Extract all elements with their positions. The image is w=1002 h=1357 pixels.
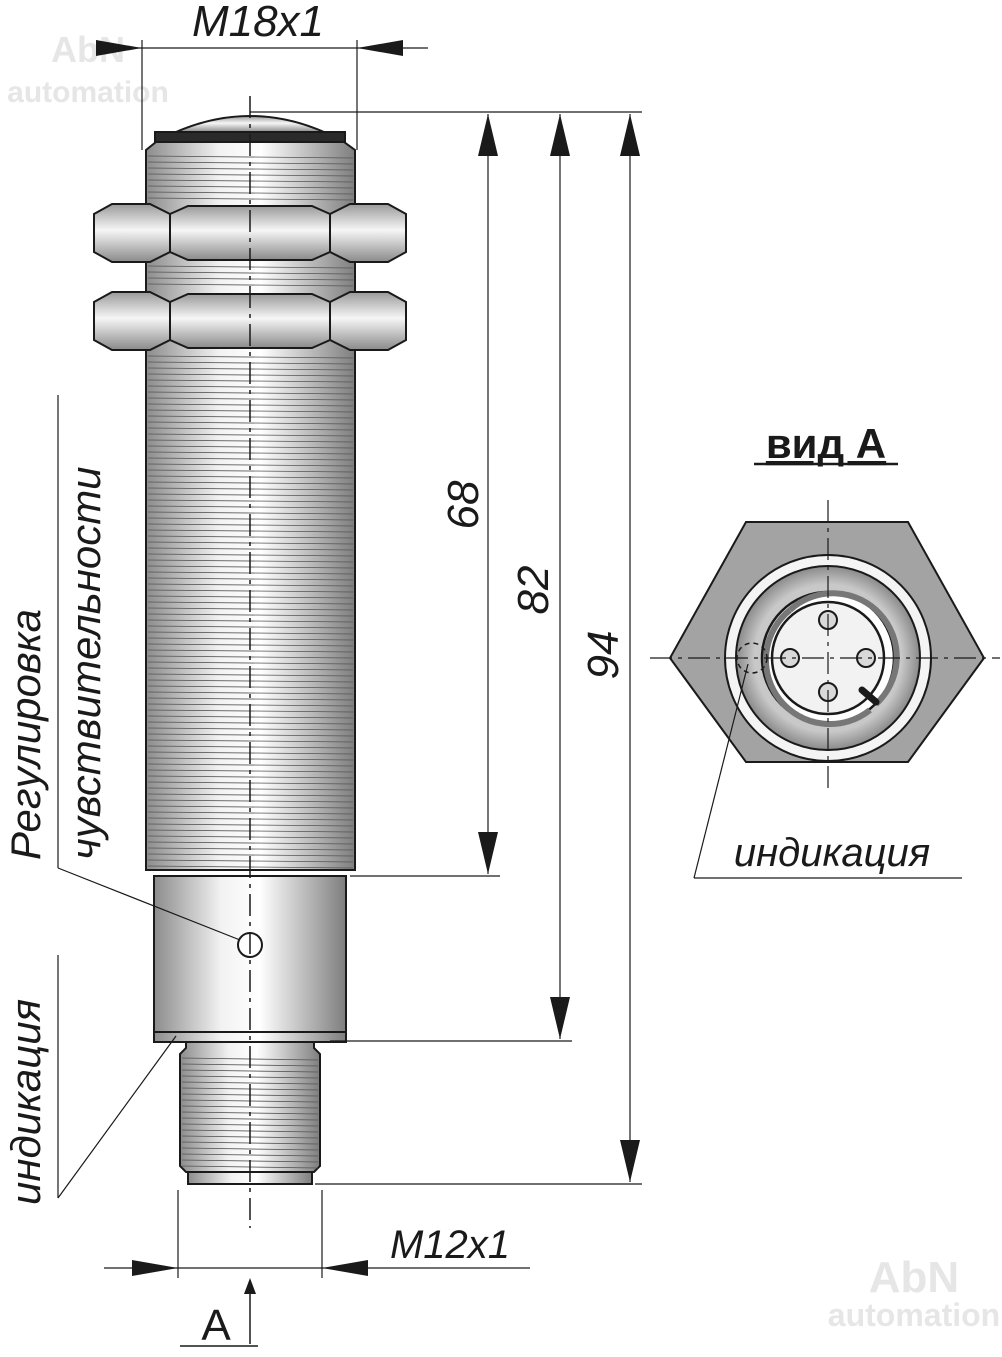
thread-line <box>147 547 354 551</box>
indication-right-leader <box>693 663 749 879</box>
thread-line <box>147 355 354 359</box>
thread-line <box>147 811 354 815</box>
thread-line <box>147 385 354 389</box>
thread-line <box>181 1153 319 1157</box>
indication-left-leader <box>57 1035 177 1199</box>
sensitivity-line1: Регулировка <box>2 609 49 860</box>
thread-line <box>147 649 354 653</box>
thread-line <box>147 775 354 779</box>
sensitivity-leader <box>57 867 241 941</box>
watermark-brand: AbN <box>869 1253 959 1302</box>
view-a-centerlines <box>650 500 1000 790</box>
watermark-sub: automation <box>7 76 169 109</box>
thread-line <box>181 1081 319 1085</box>
watermark-top-left: AbN automation <box>7 29 169 109</box>
watermark-sub: automation <box>828 1297 1000 1333</box>
thread-line <box>147 691 354 695</box>
thread-line <box>147 535 354 539</box>
thread-line <box>147 469 354 473</box>
thread-line <box>181 1069 319 1073</box>
dim-bottom-thread: M12x1 <box>390 1223 510 1267</box>
dim-length-body: 68 <box>439 480 488 529</box>
thread-line <box>147 613 354 617</box>
thread-line <box>147 197 354 201</box>
nut-upper <box>93 203 407 263</box>
thread-line <box>147 283 354 287</box>
thread-line <box>147 397 354 401</box>
thread-line <box>147 805 354 809</box>
thread-line <box>147 155 354 159</box>
thread-line <box>147 577 354 581</box>
dim-length-mid: 82 <box>509 566 558 615</box>
thread-line <box>147 499 354 503</box>
dimension-lines <box>100 40 642 1278</box>
key-notch <box>858 686 880 706</box>
indication-left-label: индикация <box>2 999 49 1205</box>
watermark-bottom-right: AbN automation <box>828 1253 1000 1333</box>
thread-line <box>147 661 354 665</box>
thread-line <box>147 421 354 425</box>
thread-line <box>147 583 354 587</box>
thread-line <box>147 463 354 467</box>
thread-line <box>147 271 354 275</box>
view-a-face <box>668 521 986 763</box>
sensitivity-label: Регулировка чувствительности <box>2 466 109 860</box>
thread-line <box>147 739 354 743</box>
thread-line <box>147 727 354 731</box>
view-marker-letter: A <box>201 1301 231 1350</box>
thread-line <box>181 1117 319 1121</box>
dim-top-thread: M18x1 <box>192 0 324 46</box>
dimension-arrows <box>96 40 640 1294</box>
view-a-title: вид А <box>766 420 886 467</box>
indication-right-label: индикация <box>734 831 930 875</box>
view-marker <box>180 1294 258 1347</box>
thread-line <box>147 763 354 767</box>
thread-line <box>147 853 354 857</box>
sensitivity-line2: чувствительности <box>62 466 109 860</box>
thread-line <box>181 1105 319 1109</box>
thread-line <box>147 841 354 845</box>
thread-line <box>147 433 354 437</box>
thread-line <box>147 511 354 515</box>
nut-lower <box>93 291 407 351</box>
thread-line <box>147 697 354 701</box>
thread-line <box>147 625 354 629</box>
dim-length-total: 94 <box>579 631 628 680</box>
thread-line <box>181 1147 319 1151</box>
thread-line <box>147 167 354 171</box>
